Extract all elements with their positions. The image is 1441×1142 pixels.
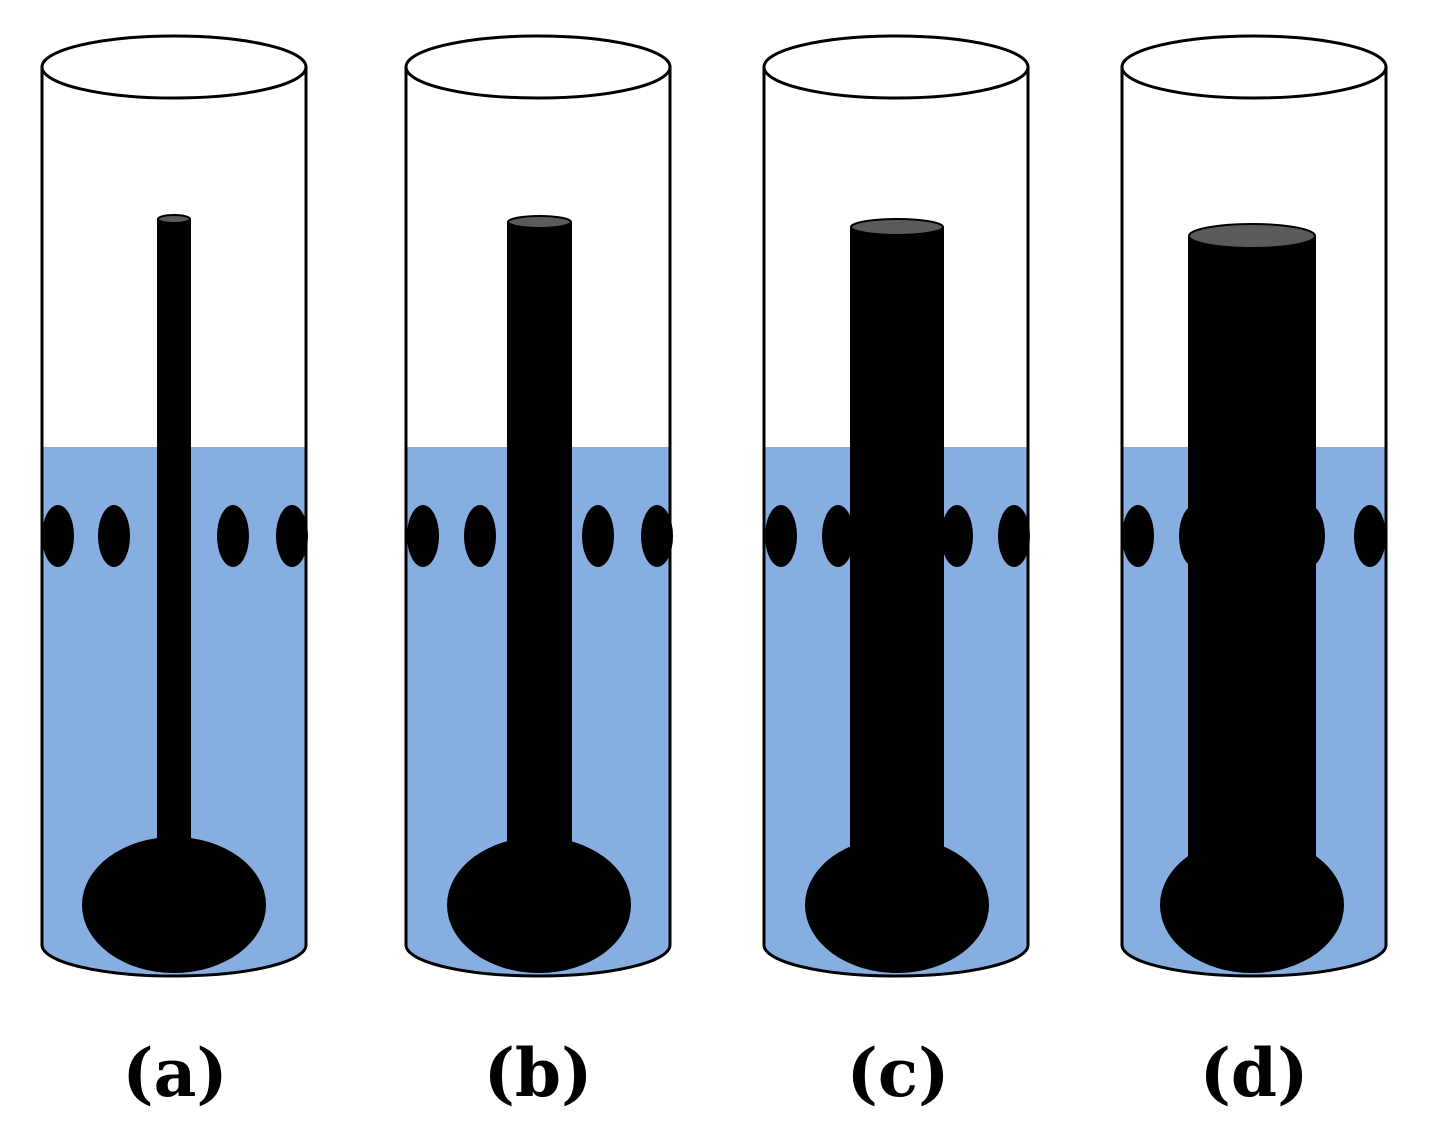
panel-label-d: (d) [1199,1034,1309,1112]
cylinder-rim-c [762,34,1030,100]
particle-a-4 [276,505,308,567]
rod-bulb-b [447,837,631,973]
cylinder-panel-d [1120,34,1388,978]
rod-top-c [850,218,944,236]
particle-b-3 [582,505,614,567]
particle-d-4 [1354,505,1386,567]
cylinder-panel-b [404,34,673,978]
particle-c-2 [822,505,854,567]
particle-d-1 [1122,505,1154,567]
rod-top-d [1188,223,1316,249]
particle-b-1 [407,505,439,567]
particle-a-1 [42,505,74,567]
rod-bulb-a [82,837,266,973]
rod-top-a [157,214,191,224]
rod-top-b [507,215,572,229]
particle-b-2 [464,505,496,567]
particle-a-3 [217,505,249,567]
panel-label-c: (c) [846,1034,950,1112]
particle-c-3 [941,505,973,567]
rod-stem-c [850,227,944,885]
particle-c-4 [998,505,1030,567]
cylinder-bottom-d [1120,944,1388,978]
cylinder-bottom-c [762,944,1030,978]
cylinder-panel-a [40,34,308,978]
cylinder-rim-b [404,34,672,100]
cylinder-panel-c [762,34,1030,978]
cylinder-bottom-b [404,944,672,978]
cylinder-rim-a [40,34,308,100]
rod-stem-d [1188,236,1316,885]
particle-a-2 [98,505,130,567]
cylinder-bottom-a [40,944,308,978]
panel-label-b: (b) [483,1034,593,1112]
rod-stem-a [157,219,191,885]
particle-c-1 [765,505,797,567]
rod-stem-b [507,222,572,885]
panel-label-a: (a) [122,1034,228,1112]
cylinder-rim-d [1120,34,1388,100]
particle-b-4 [641,505,673,567]
